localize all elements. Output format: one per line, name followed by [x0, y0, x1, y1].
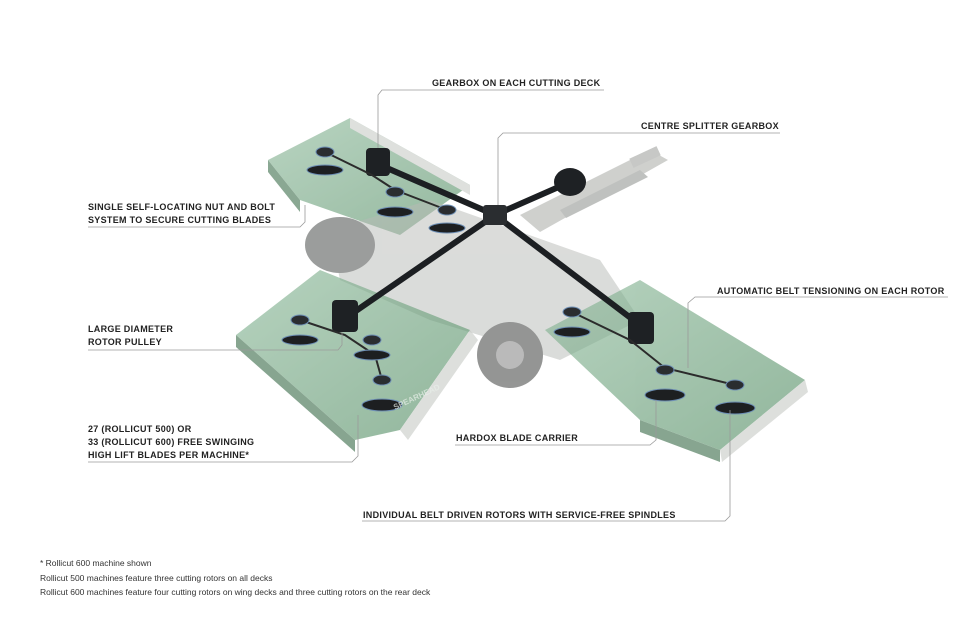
- callout-centre-splitter: CENTRE SPLITTER GEARBOX: [641, 121, 779, 131]
- gearbox-left-wing: [366, 148, 390, 176]
- callout-self-locating: SINGLE SELF-LOCATING NUT AND BOLT SYSTEM…: [88, 202, 276, 225]
- callout-belt-driven: INDIVIDUAL BELT DRIVEN ROTORS WITH SERVI…: [363, 510, 676, 520]
- leader-hardox: [455, 400, 657, 446]
- footnote-line: * Rollicut 600 machine shown: [40, 558, 152, 568]
- leader-self-locating: [88, 205, 306, 228]
- input-gearbox: [554, 168, 586, 196]
- leader-auto-belt: [687, 296, 948, 368]
- footnote-line: Rollicut 500 machines feature three cutt…: [40, 572, 273, 583]
- leader-centre-splitter: [497, 132, 780, 205]
- footnote-line: Rollicut 600 machines feature four cutti…: [40, 587, 431, 597]
- callout-hardox: HARDOX BLADE CARRIER: [456, 433, 579, 443]
- callout-blades-per-machine: 27 (ROLLICUT 500) OR 33 (ROLLICUT 600) F…: [88, 424, 255, 460]
- rear-left-deck: [236, 270, 478, 452]
- tow-frame: [520, 146, 668, 232]
- footnotes: * Rollicut 600 machine shown Rollicut 50…: [40, 556, 430, 600]
- chassis: [305, 200, 640, 388]
- drive-belts: [299, 151, 736, 386]
- centre-splitter-gearbox: [483, 205, 507, 225]
- gearboxes: [332, 148, 654, 344]
- leader-gearbox-each-deck: [377, 89, 604, 148]
- leader-belt-driven: [362, 410, 731, 522]
- gearbox-right-wing: [628, 312, 654, 344]
- leader-blades: [88, 415, 359, 463]
- rotors: [281, 146, 756, 415]
- callout-gearbox-each-deck: GEARBOX ON EACH CUTTING DECK: [432, 78, 601, 88]
- gearbox-rear-left: [332, 300, 358, 332]
- callout-rotor-pulley: LARGE DIAMETER ROTOR PULLEY: [88, 324, 174, 347]
- callout-auto-belt: AUTOMATIC BELT TENSIONING ON EACH ROTOR: [717, 286, 945, 296]
- leader-lines: [88, 89, 948, 522]
- leader-rotor-pulley: [88, 332, 343, 351]
